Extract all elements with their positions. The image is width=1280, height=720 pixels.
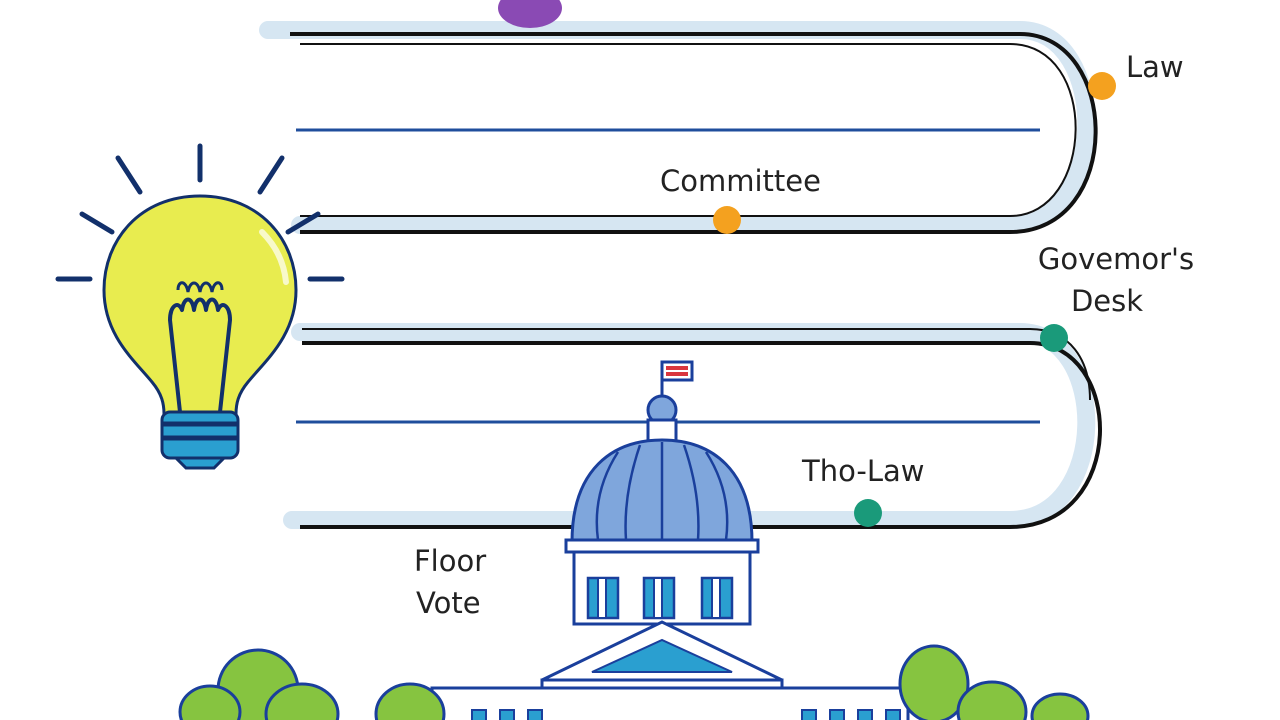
lightbulb-icon: [55, 143, 345, 470]
floor-vote-label: Floor Vote: [414, 540, 486, 624]
road-top-outer-edge: [290, 32, 1098, 234]
flag-icon: [660, 360, 694, 382]
the-law-stage-dot: [854, 499, 882, 527]
lightbulb-rays: [55, 143, 345, 282]
governors-desk-stage-dot: [1040, 324, 1068, 352]
road-top-inner-edge: [300, 43, 1077, 217]
capitol-building-icon: [430, 360, 910, 720]
lightbulb-filament: [168, 297, 232, 413]
committee-stage-dot: [713, 206, 741, 234]
road-bottom-inner-edge: [302, 328, 1091, 401]
governors-desk-label-line1: Govemor's: [1037, 242, 1195, 276]
tree-icon: [178, 644, 1090, 720]
law-stage-dot: [1088, 72, 1116, 100]
lightbulb-glass: [102, 194, 298, 416]
road-top-highlight: [259, 21, 1096, 234]
road-top-loop: [259, 21, 1098, 234]
law-label: Law: [1126, 50, 1184, 84]
purple-marker-top: [498, 0, 562, 28]
governors-desk-label-line2: Desk: [1070, 284, 1144, 318]
floor-vote-label-line1: Floor: [414, 544, 487, 578]
committee-label: Committee: [660, 164, 821, 198]
floor-vote-label-line2: Vote: [416, 586, 481, 620]
the-law-label: Tho-Law: [802, 454, 925, 488]
governors-desk-label: Govemor's Desk: [1026, 238, 1206, 322]
lightbulb-base: [160, 410, 240, 460]
